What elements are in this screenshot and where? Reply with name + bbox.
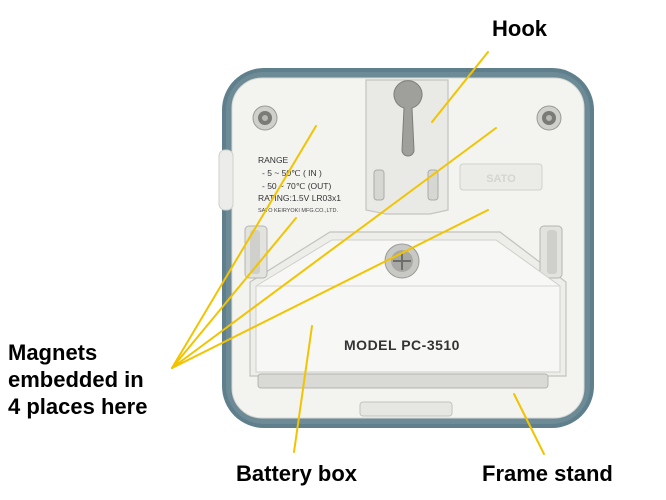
spec-rating: RATING:1.5V LR03x1 [258,193,341,203]
spec-label: RANGE - 5 ~ 50℃ ( IN ) - 50 ~ 70℃ (OUT) … [258,155,341,214]
screw-left [252,105,278,131]
callout-magnets-line1: Magnets [8,340,97,365]
callout-magnets-line2: embedded in [8,367,144,392]
spec-out: - 50 ~ 70℃ (OUT) [262,181,331,191]
model-label: MODEL PC-3510 [344,337,460,353]
battery-screw [384,243,420,279]
spec-maker: SATO KEIRYOKI MFG.CO.,LTD. [258,208,338,214]
callout-hook: Hook [492,16,548,41]
callout-battery-box: Battery box [236,461,358,486]
leader-magnet-2 [171,217,297,369]
callout-magnets-line3: 4 places here [8,394,147,419]
spec-in: - 5 ~ 50℃ ( IN ) [262,168,322,178]
leader-frame-stand [513,393,545,455]
leader-battery [293,325,313,453]
leader-magnet-3 [171,127,497,369]
brand-emboss: SATO [486,173,516,185]
leader-lines [171,51,545,455]
leader-hook [431,51,489,123]
device: SATO RANGE - 5 ~ 50℃ ( IN ) - 50 ~ 70℃ (… [218,68,594,428]
spec-range: RANGE [258,155,289,165]
callout-frame-stand: Frame stand [482,461,613,486]
battery-box: MODEL PC-3510 [255,239,561,373]
screw-right [536,105,562,131]
leader-magnet-4 [171,209,489,369]
leader-magnet-1 [171,125,317,369]
